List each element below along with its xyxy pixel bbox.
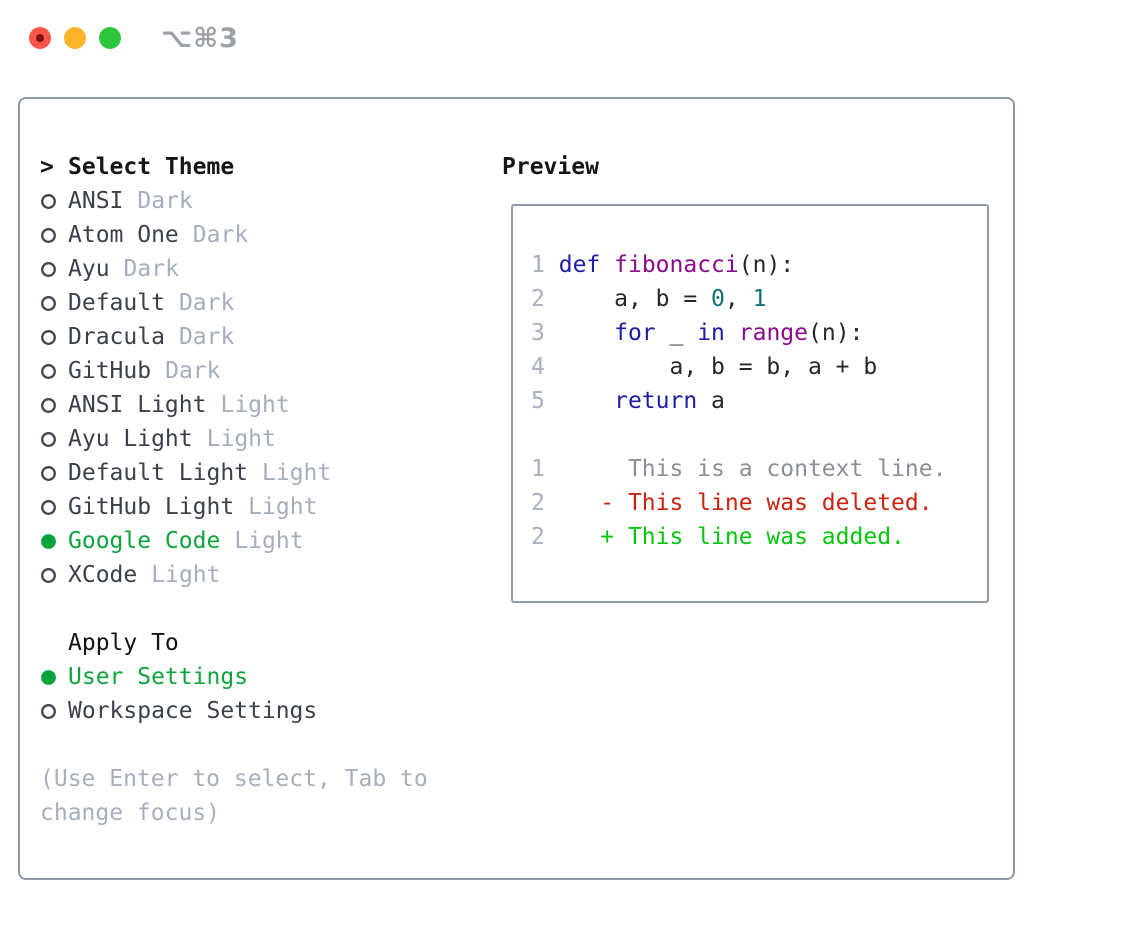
radio-icon <box>40 431 68 448</box>
theme-item[interactable]: Dracula Dark <box>40 320 480 354</box>
apply-to-option-label: Workspace Settings <box>68 698 318 724</box>
code-line: 2 a, b = 0, 1 <box>531 286 767 312</box>
radio-selected-icon <box>40 669 68 686</box>
code-line: 5 return a <box>531 388 725 414</box>
theme-item-label: Google Code <box>68 528 221 554</box>
code-sample: 1 def fibonacci(n): 2 a, b = 0, 1 3 for _ … <box>531 252 987 422</box>
radio-selected-icon <box>40 533 68 550</box>
theme-item-label: GitHub <box>68 358 152 384</box>
line-number: 5 <box>531 388 545 414</box>
radio-icon <box>40 329 68 346</box>
close-button-icon[interactable] <box>29 27 51 49</box>
radio-icon <box>40 465 68 482</box>
theme-item[interactable]: GitHub Light Light <box>40 490 480 524</box>
theme-item-label: ANSI <box>68 188 124 214</box>
theme-variant-tag: Light <box>151 562 221 588</box>
radio-icon <box>40 227 68 244</box>
theme-variant-tag: Dark <box>165 358 221 384</box>
radio-icon <box>40 499 68 516</box>
theme-item[interactable]: GitHub Dark <box>40 354 480 388</box>
preview-title-row: Preview <box>502 150 989 184</box>
zoom-button-icon[interactable] <box>99 27 121 49</box>
preview-title: Preview <box>502 154 599 180</box>
diff-line-ctx: 1 This is a context line. <box>531 456 947 482</box>
theme-item[interactable]: Ayu Light Light <box>40 422 480 456</box>
spacer <box>40 728 480 762</box>
apply-to-header-row: Apply To <box>40 626 480 660</box>
theme-item[interactable]: ANSI Light Light <box>40 388 480 422</box>
theme-item-label: Default Light <box>68 460 249 486</box>
theme-item-label: XCode <box>68 562 138 588</box>
radio-icon <box>40 363 68 380</box>
theme-variant-tag: Dark <box>178 290 235 316</box>
theme-variant-tag: Light <box>234 528 304 554</box>
radio-icon <box>40 261 68 278</box>
theme-item[interactable]: Google Code Light <box>40 524 480 558</box>
spacer <box>531 422 987 456</box>
theme-variant-tag: Light <box>206 426 276 452</box>
theme-item-label: ANSI Light <box>68 392 207 418</box>
radio-icon <box>40 397 68 414</box>
code-line: 3 for _ in range(n): <box>531 320 864 346</box>
theme-item[interactable]: Default Light Light <box>40 456 480 490</box>
theme-item-label: Default <box>68 290 165 316</box>
theme-variant-tag: Dark <box>137 188 193 214</box>
diff-sample: 1 This is a context line. 2 - This line w… <box>531 456 987 558</box>
line-number: 4 <box>531 354 545 380</box>
theme-item-label: Atom One <box>68 222 179 248</box>
apply-to-option[interactable]: User Settings <box>40 660 480 694</box>
code-line: 4 a, b = b, a + b <box>531 354 878 380</box>
line-number: 1 <box>531 252 545 278</box>
preview-box: 1 def fibonacci(n): 2 a, b = 0, 1 3 for _ … <box>511 204 989 603</box>
select-theme-title: Select Theme <box>68 154 235 180</box>
radio-icon <box>40 567 68 584</box>
titlebar: ⌥⌘3 <box>29 23 239 54</box>
theme-item-label: GitHub Light <box>68 494 235 520</box>
theme-variant-tag: Light <box>248 494 318 520</box>
theme-item-label: Dracula <box>68 324 165 350</box>
window-title: ⌥⌘3 <box>161 22 239 54</box>
theme-variant-tag: Dark <box>192 222 249 248</box>
theme-item[interactable]: Ayu Dark <box>40 252 480 286</box>
theme-variant-tag: Light <box>262 460 332 486</box>
radio-icon <box>40 193 68 210</box>
theme-variant-tag: Dark <box>178 324 235 350</box>
diff-line-add: 2 + This line was added. <box>531 524 905 550</box>
theme-item-label: Ayu <box>68 256 110 282</box>
diff-line-del: 2 - This line was deleted. <box>531 490 933 516</box>
theme-item[interactable]: XCode Light <box>40 558 480 592</box>
theme-item-label: Ayu Light <box>68 426 193 452</box>
apply-to-title: Apply To <box>68 630 179 656</box>
theme-item[interactable]: Default Dark <box>40 286 480 320</box>
theme-variant-tag: Dark <box>123 256 179 282</box>
line-number: 2 <box>531 286 545 312</box>
spacer <box>40 592 480 626</box>
line-number: 3 <box>531 320 545 346</box>
apply-to-option[interactable]: Workspace Settings <box>40 694 480 728</box>
line-number: 2 <box>531 490 545 516</box>
line-number: 1 <box>531 456 545 482</box>
code-line: 1 def fibonacci(n): <box>531 252 795 278</box>
keyboard-hint: (Use Enter to select, Tab to change focu… <box>40 766 428 826</box>
theme-item[interactable]: Atom One Dark <box>40 218 480 252</box>
apply-to-option-label: User Settings <box>68 664 249 690</box>
radio-icon <box>40 295 68 312</box>
line-number: 2 <box>531 524 545 550</box>
theme-item[interactable]: ANSI Dark <box>40 184 480 218</box>
minimize-button-icon[interactable] <box>64 27 86 49</box>
select-theme-header-row: > Select Theme <box>40 150 480 184</box>
prompt-icon: > <box>40 154 54 180</box>
theme-variant-tag: Light <box>220 392 290 418</box>
radio-icon <box>40 703 68 720</box>
preview-column: Preview 1 def fibonacci(n): 2 a, b = 0, 1… <box>502 150 989 878</box>
